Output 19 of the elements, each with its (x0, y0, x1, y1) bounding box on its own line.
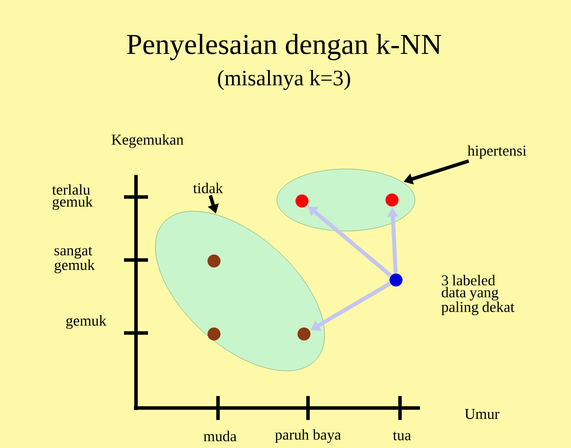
axis-title: Kegemukan (112, 134, 184, 148)
axis-label: muda (204, 430, 236, 442)
data-point (298, 328, 310, 340)
axis-label: gemuk (66, 315, 106, 329)
data-point (296, 194, 308, 208)
annotation: tidak (193, 182, 223, 194)
annotation: 3 labeled data yang paling dekat (441, 274, 514, 316)
axis-label: terlalu gemuk (52, 184, 93, 210)
data-point (208, 328, 220, 340)
title: Penyelesaian dengan k-NN (127, 34, 442, 60)
axis-title: Umur (464, 409, 500, 419)
annotation: hipertensi (468, 145, 526, 159)
data-point (208, 254, 220, 268)
axis-label: tua (392, 432, 411, 440)
subtitle: (misalnya k=3) (218, 70, 350, 90)
data-point (386, 194, 398, 206)
axis-label: paruh baya (275, 429, 341, 443)
axis-label: sangat gemuk (54, 246, 95, 274)
data-point (390, 274, 402, 286)
